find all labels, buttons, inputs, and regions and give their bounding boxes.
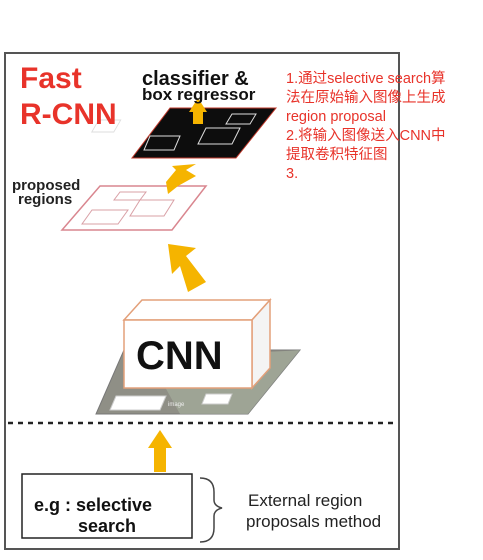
external-line2: proposals method [246,512,382,531]
brace-icon [199,477,223,543]
external-line1: External region [248,491,363,510]
selective-search-box [21,473,193,539]
arrow-icon-bottom [148,430,172,472]
image-label: image [168,402,185,408]
feature-map-roi [91,119,122,133]
note-line1: 1.通过selective search算 [286,71,446,87]
arrow-icon-top [189,98,207,124]
proposed-label: proposed [12,177,81,194]
title-rcnn: R-CNN [20,98,117,131]
selective-search-line1: e.g : selective [34,495,153,515]
proposed-regions-map [60,185,208,231]
note-line4: 2.将输入图像送入CNN中 [286,128,446,144]
title-fast: Fast [20,62,82,95]
selective-search-line2: search [78,516,137,536]
note-line3: region proposal [286,109,386,125]
arrow-icon-cnn-up [168,244,206,292]
regions-label: regions [18,191,73,208]
box-regressor-label: box regressor [142,85,256,104]
cnn-box [123,319,253,389]
cnn-label: CNN [136,334,223,378]
arrow-icon-middle [166,164,196,194]
note-line5: 提取卷积特征图 [286,147,388,163]
note-line2: 法在原始输入图像上生成 [286,90,446,106]
note-line6: 3. [286,166,299,182]
classifier-label: classifier & [142,68,249,90]
